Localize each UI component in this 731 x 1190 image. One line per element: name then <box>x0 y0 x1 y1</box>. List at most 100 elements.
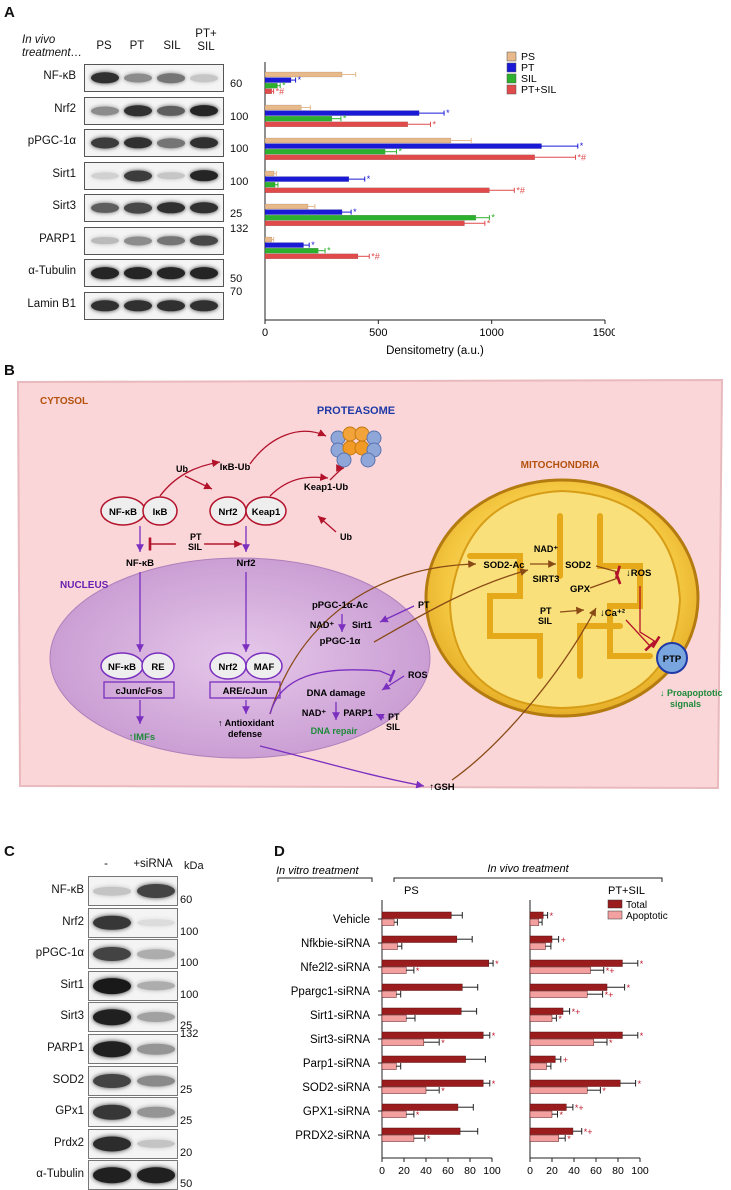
bar-total <box>529 1055 556 1063</box>
bar-total <box>381 1031 484 1039</box>
panel-c-blot <box>88 1128 178 1159</box>
band <box>190 235 218 246</box>
bar-apoptotic <box>529 918 540 926</box>
band <box>91 202 119 214</box>
panel-a-blot-label: Nrf2 <box>54 102 76 115</box>
significance-mark: *+ <box>584 1127 593 1137</box>
proteasome-label: PROTEASOME <box>317 405 395 417</box>
significance-mark: * <box>427 1134 431 1144</box>
significance-mark: * <box>602 1086 606 1096</box>
group-ptsil-label: PT+SIL <box>608 885 645 897</box>
significance-mark: * <box>416 966 420 976</box>
significance-mark: * <box>432 119 436 129</box>
bar-total <box>381 1079 484 1087</box>
lane-header-0: PS <box>96 40 112 52</box>
band <box>157 299 185 312</box>
significance-mark: * <box>567 1134 571 1144</box>
significance-mark: *+ <box>606 966 615 976</box>
gpx-label: GPX <box>570 584 591 595</box>
category-label: Vehicle <box>333 914 370 926</box>
bar-PT+SIL <box>264 88 273 94</box>
gsh-label: ↑GSH <box>429 782 454 793</box>
svg-text:ARE/cJun: ARE/cJun <box>223 686 268 697</box>
legend-label: SIL <box>521 73 537 85</box>
band <box>93 1104 131 1120</box>
category-label: Nfkbie-siRNA <box>301 938 370 950</box>
panel-c-mw: 100 <box>180 988 199 1001</box>
band <box>91 171 119 180</box>
x-tick-label: 20 <box>546 1165 558 1177</box>
panel-a-mw: 100 <box>230 143 249 155</box>
bar-total <box>381 959 489 967</box>
significance-mark: * <box>416 1110 420 1120</box>
bar-apoptotic <box>529 1134 559 1142</box>
band <box>157 267 185 279</box>
svg-text:Keap1: Keap1 <box>252 507 281 518</box>
band <box>190 104 218 117</box>
band <box>91 299 119 312</box>
band <box>137 884 175 898</box>
bar-PT <box>264 143 542 149</box>
band <box>137 1012 175 1023</box>
band <box>190 202 218 214</box>
svg-text:Nrf2: Nrf2 <box>218 507 237 518</box>
significance-mark: * <box>558 1014 562 1024</box>
bar-PS <box>264 170 275 177</box>
mitochondria-label: MITOCHONDRIA <box>521 460 600 471</box>
category-label: Sirt1-siRNA <box>310 1010 370 1022</box>
significance-mark: * <box>640 959 644 969</box>
panel-a-mw: 60 <box>230 78 243 90</box>
panel-c-mw: 132 <box>180 1028 199 1040</box>
significance-mark: * <box>550 911 554 921</box>
significance-mark: *# <box>516 185 525 195</box>
panel-b-label: B <box>4 362 15 379</box>
bar-PS <box>264 71 343 78</box>
kda-label: kDa <box>184 860 204 872</box>
significance-mark: * <box>441 1086 445 1096</box>
ca-label: ↓Ca⁺² <box>600 608 625 619</box>
significance-mark: * <box>311 240 315 250</box>
ppgc-ac-label: pPGC-1α-Ac <box>312 600 368 611</box>
band <box>157 73 185 83</box>
band <box>190 267 218 279</box>
bar-PS <box>264 104 302 111</box>
significance-mark: *+ <box>605 990 614 1000</box>
bar-SIL <box>264 214 477 221</box>
band <box>137 1167 175 1184</box>
bar-total <box>529 911 544 919</box>
legend-label: PT <box>521 62 535 74</box>
panel-c-mw: 60 <box>180 894 193 906</box>
band <box>93 947 131 962</box>
bar-apoptotic <box>529 990 588 998</box>
nad-label-2: NAD⁺ <box>302 708 326 718</box>
legend-swatch <box>506 84 517 95</box>
proteasome-icon <box>330 426 382 468</box>
band <box>137 949 175 959</box>
significance-mark: * <box>441 1038 445 1048</box>
bar-apoptotic <box>381 942 398 950</box>
panel-a-blot-label: Lamin B1 <box>27 297 76 310</box>
bar-PT <box>264 242 304 248</box>
bar-apoptotic <box>381 1062 397 1070</box>
panel-c-mw: 20 <box>180 1146 193 1159</box>
significance-mark: * <box>491 213 495 223</box>
bar-apoptotic <box>529 1062 547 1070</box>
panel-a-blot-label: Sirt1 <box>52 167 76 180</box>
significance-mark: *# <box>371 251 380 261</box>
in-vitro-label: In vitro treatment <box>276 865 359 877</box>
keap1-ub-label: Keap1-Ub <box>304 482 349 493</box>
panel-c-blot-label: NF-κB <box>51 884 84 896</box>
panel-a-blot <box>84 259 224 287</box>
panel-a-mw: 100 <box>230 175 249 188</box>
sod2-label: SOD2 <box>565 560 591 571</box>
pt-label: PT <box>418 600 430 610</box>
band <box>93 1041 131 1057</box>
band <box>190 169 218 182</box>
bar-apoptotic <box>529 966 591 974</box>
band <box>124 137 152 149</box>
pathway-diagram: PROTEASOME CYTOSOL NUCLEUS MITOCHONDRIA … <box>16 378 724 793</box>
